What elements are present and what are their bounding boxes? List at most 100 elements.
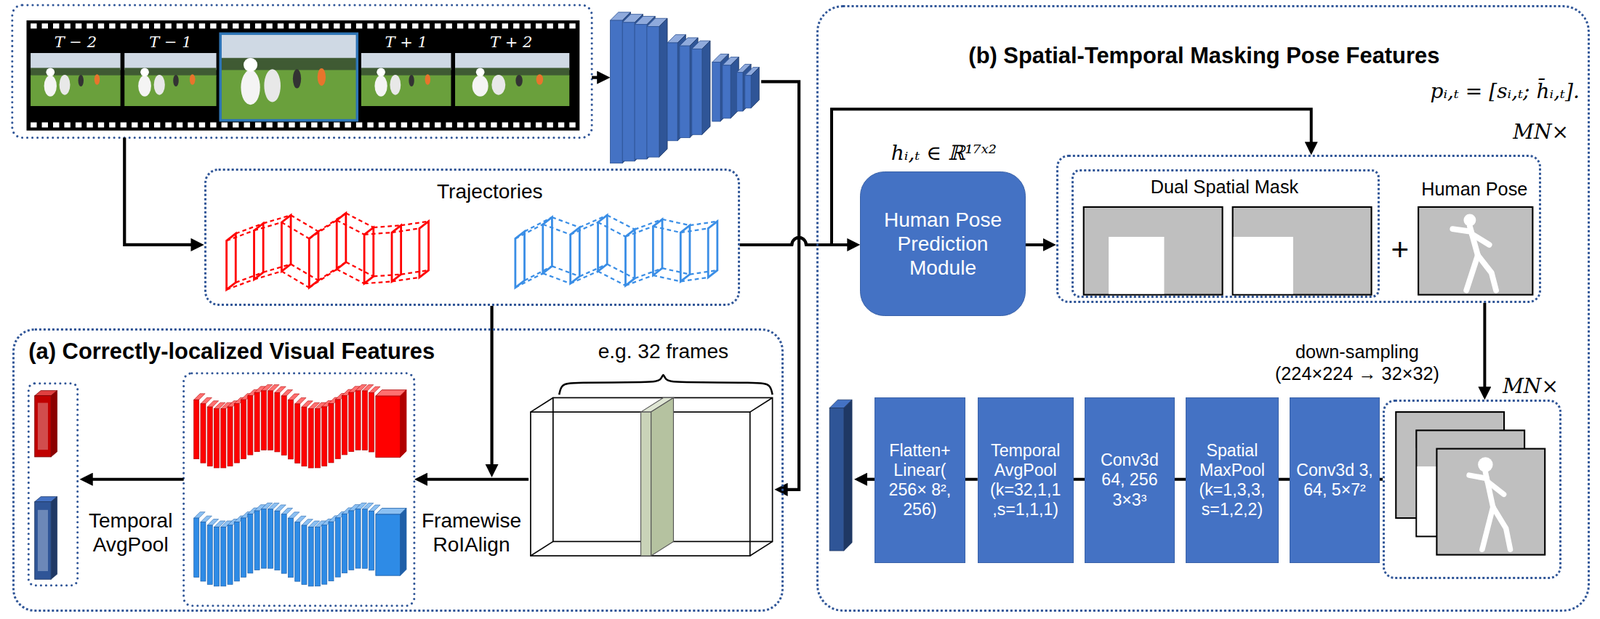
- figure-part: [154, 23, 160, 29]
- figure-part: [220, 527, 227, 586]
- figure-part: [30, 53, 121, 70]
- edge-label: down-sampling (224×224 → 32×32): [1259, 341, 1456, 386]
- figure-part: [290, 215, 319, 232]
- figure-part: [109, 122, 115, 128]
- figure-part: [634, 219, 663, 230]
- figure-part: [515, 273, 544, 288]
- layer-box: Spatial MaxPool (k=1,3,3, s=1,2,2): [1185, 397, 1279, 563]
- figure-part: [524, 266, 553, 281]
- figure-part: [131, 122, 138, 128]
- figure-part: [373, 225, 402, 228]
- panel-heading: (b) Spatial-Temporal Masking Pose Featur…: [968, 42, 1440, 70]
- figure-part: [235, 223, 264, 234]
- figure-part: [389, 23, 396, 29]
- label-holder: Temporal AvgPool: [85, 508, 176, 557]
- panel-heading: Trajectories: [436, 179, 544, 204]
- figure-part: [745, 75, 751, 109]
- figure-part: [322, 23, 329, 29]
- figure-part: [479, 122, 486, 128]
- figure-part: [254, 511, 260, 570]
- figure-part: [124, 53, 216, 70]
- figure-part: [401, 122, 408, 128]
- figure-part: [378, 122, 385, 128]
- figure-part: [240, 69, 260, 105]
- figure-part: [1083, 207, 1223, 296]
- figure-part: [336, 220, 365, 235]
- figure-part: [367, 23, 373, 29]
- figure-part: [12, 5, 592, 138]
- figure-part: [423, 23, 430, 29]
- figure-part: [333, 122, 340, 128]
- frame-label: T − 2: [54, 32, 97, 51]
- figure-part: [189, 74, 196, 86]
- figure-part: [419, 221, 429, 278]
- figure-part: [287, 399, 293, 459]
- figure-part: [207, 525, 213, 585]
- figure-part: [12, 5, 1545, 607]
- figure-part: [318, 262, 347, 281]
- figure-part: [401, 23, 408, 29]
- figure-part: [491, 74, 506, 96]
- figure-part: [165, 23, 171, 29]
- figure-part: [609, 20, 623, 164]
- figure-part: [348, 511, 355, 570]
- figure-part: [53, 23, 59, 29]
- figure-part: [736, 72, 743, 112]
- equation: pᵢ,ₜ = [sᵢ,ₜ; h̄ᵢ,ₜ].: [1429, 79, 1579, 104]
- figure-part: [266, 23, 272, 29]
- figure-part: [87, 478, 184, 482]
- figure-part: [400, 508, 407, 577]
- annotation: e.g. 32 frames: [598, 340, 729, 365]
- panel-heading: MN×: [1502, 374, 1559, 399]
- figure-part: [455, 75, 570, 107]
- figure-part: [176, 122, 183, 128]
- figure-part: [199, 122, 205, 128]
- figure-part: [378, 23, 385, 29]
- figure-part: [109, 23, 115, 29]
- figure-part: [1233, 236, 1294, 295]
- figure-part: [221, 23, 228, 29]
- figure-part: [254, 223, 264, 280]
- figure-part: [300, 122, 307, 128]
- figure-part: [53, 122, 59, 128]
- figure-part: [361, 53, 452, 70]
- figure-part: [266, 122, 272, 128]
- figure-part: [391, 225, 402, 282]
- panel-heading: Human Pose: [1421, 178, 1528, 201]
- figure-part: [34, 396, 51, 458]
- figure-part: [569, 23, 576, 29]
- figure-part: [268, 391, 274, 450]
- figure-part: [558, 23, 565, 29]
- figure-part: [247, 513, 253, 573]
- connector: [740, 109, 1312, 245]
- figure-part: [63, 122, 70, 128]
- figure-part: [1482, 507, 1494, 550]
- connector: [1278, 478, 1290, 482]
- figure-part: [30, 122, 37, 128]
- figure-part: [389, 122, 396, 128]
- figure-part: [536, 74, 544, 86]
- figure-part: [255, 23, 261, 29]
- figure-part: [530, 412, 751, 557]
- figure-part: [652, 275, 681, 282]
- frame-label: T + 1: [384, 32, 427, 51]
- figure-part: [308, 220, 337, 239]
- figure-part: [843, 399, 852, 552]
- figure-part: [515, 224, 544, 240]
- connector: [1482, 303, 1486, 393]
- figure-part: [234, 404, 240, 464]
- frame-label: T + 2: [489, 32, 533, 51]
- figure-part: [389, 74, 401, 96]
- figure-part: [373, 274, 402, 277]
- figure-part: [311, 23, 317, 29]
- figure-part: [243, 122, 250, 128]
- figure-part: [317, 68, 326, 86]
- figure-part: [86, 23, 93, 29]
- figure-part: [318, 212, 347, 232]
- figure-part: [513, 23, 520, 29]
- figure-part: [680, 228, 709, 233]
- figure-part: [634, 24, 647, 160]
- figure-part: [598, 222, 626, 237]
- figure-part: [295, 398, 307, 405]
- figure-part: [295, 404, 301, 464]
